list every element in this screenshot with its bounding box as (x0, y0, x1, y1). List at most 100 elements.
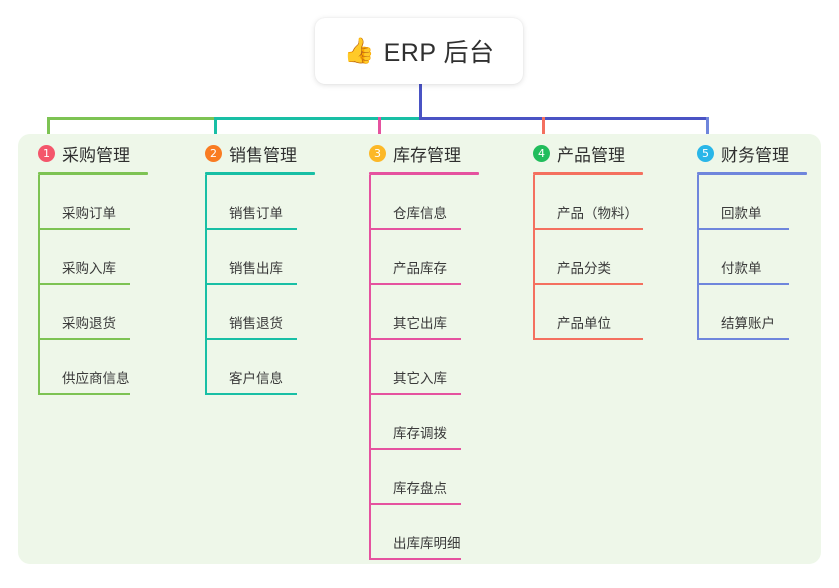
leaf-item[interactable]: 客户信息 (205, 340, 315, 395)
bus-segment-blue (419, 117, 709, 120)
leaf-list-5: 回款单付款单结算账户 (697, 175, 807, 340)
leaf-item[interactable]: 产品库存 (369, 230, 479, 285)
leaf-rule (369, 448, 461, 450)
leaf-rule (38, 228, 130, 230)
leaf-label: 其它出库 (393, 316, 447, 331)
column-drop-3 (378, 117, 381, 144)
root-stem-line (419, 84, 422, 120)
diagram-panel (18, 134, 821, 564)
leaf-item[interactable]: 仓库信息 (369, 175, 479, 230)
leaf-item[interactable]: 销售订单 (205, 175, 315, 230)
thumbs-up-icon: 👍 (343, 36, 375, 65)
leaf-rule (369, 338, 461, 340)
leaf-label: 产品（物料） (557, 206, 638, 221)
column-badge-1: 1 (38, 144, 55, 162)
column-spine-1 (38, 175, 40, 395)
leaf-list-2: 销售订单销售出库销售退货客户信息 (205, 175, 315, 395)
leaf-item[interactable]: 供应商信息 (38, 340, 148, 395)
leaf-item[interactable]: 产品分类 (533, 230, 643, 285)
column-4: 4 产品管理产品（物料） 产品分类产品单位 (533, 140, 643, 340)
bus-segment-teal (214, 117, 419, 120)
column-header-1[interactable]: 1 采购管理 (38, 140, 148, 166)
root-title: ERP 后台 (383, 39, 495, 67)
leaf-item[interactable]: 库存盘点 (369, 450, 479, 505)
leaf-item[interactable]: 结算账户 (697, 285, 807, 340)
leaf-rule (369, 503, 461, 505)
column-title-1: 采购管理 (62, 145, 130, 165)
leaf-label: 销售出库 (229, 261, 283, 276)
leaf-label: 供应商信息 (62, 371, 130, 386)
leaf-item[interactable]: 销售出库 (205, 230, 315, 285)
leaf-label: 结算账户 (721, 316, 775, 331)
root-node[interactable]: 👍 ERP 后台 (315, 18, 523, 84)
leaf-item[interactable]: 出库库明细 (369, 505, 479, 560)
column-rule-5 (697, 172, 807, 175)
leaf-rule (205, 283, 297, 285)
leaf-item[interactable]: 其它出库 (369, 285, 479, 340)
leaf-item[interactable]: 采购退货 (38, 285, 148, 340)
leaf-rule (38, 338, 130, 340)
leaf-label: 仓库信息 (393, 206, 447, 221)
column-drop-1 (47, 117, 50, 144)
leaf-rule (369, 283, 461, 285)
column-badge-2: 2 (205, 144, 222, 162)
leaf-rule (697, 338, 789, 340)
leaf-item[interactable]: 采购订单 (38, 175, 148, 230)
leaf-rule (205, 338, 297, 340)
column-title-5: 财务管理 (721, 145, 789, 165)
leaf-label: 采购入库 (62, 261, 116, 276)
column-rule-4 (533, 172, 643, 175)
leaf-item[interactable]: 产品（物料） (533, 175, 643, 230)
leaf-item[interactable]: 产品单位 (533, 285, 643, 340)
leaf-label: 产品库存 (393, 261, 447, 276)
leaf-item[interactable]: 其它入库 (369, 340, 479, 395)
column-header-4[interactable]: 4 产品管理 (533, 140, 643, 166)
leaf-rule (38, 393, 130, 395)
column-header-2[interactable]: 2 销售管理 (205, 140, 315, 166)
column-badge-4: 4 (533, 144, 550, 162)
leaf-label: 产品分类 (557, 261, 611, 276)
leaf-rule (697, 283, 789, 285)
column-title-4: 产品管理 (557, 145, 625, 165)
leaf-rule (38, 283, 130, 285)
leaf-rule (533, 338, 643, 340)
column-1: 1 采购管理采购订单采购入库采购退货供应商信息 (38, 140, 148, 395)
leaf-item[interactable]: 回款单 (697, 175, 807, 230)
column-rule-3 (369, 172, 479, 175)
leaf-rule (533, 283, 643, 285)
leaf-rule (697, 228, 789, 230)
leaf-label: 销售订单 (229, 206, 283, 221)
column-badge-3: 3 (369, 144, 386, 162)
leaf-item[interactable]: 采购入库 (38, 230, 148, 285)
column-header-5[interactable]: 5 财务管理 (697, 140, 807, 166)
leaf-item[interactable]: 付款单 (697, 230, 807, 285)
column-drop-4 (542, 117, 545, 144)
column-2: 2 销售管理销售订单销售出库销售退货客户信息 (205, 140, 315, 395)
column-title-2: 销售管理 (229, 145, 297, 165)
leaf-rule (533, 228, 643, 230)
column-badge-5: 5 (697, 144, 714, 162)
leaf-label: 库存调拨 (393, 426, 447, 441)
column-spine-3 (369, 175, 371, 560)
column-rule-2 (205, 172, 315, 175)
leaf-label: 出库库明细 (393, 536, 461, 551)
leaf-rule (205, 393, 297, 395)
column-5: 5 财务管理回款单付款单结算账户 (697, 140, 807, 340)
leaf-label: 付款单 (721, 261, 762, 276)
column-spine-5 (697, 175, 699, 340)
leaf-label: 库存盘点 (393, 481, 447, 496)
leaf-list-4: 产品（物料） 产品分类产品单位 (533, 175, 643, 340)
column-drop-5 (706, 117, 709, 144)
column-spine-2 (205, 175, 207, 395)
leaf-item[interactable]: 库存调拨 (369, 395, 479, 450)
leaf-label: 产品单位 (557, 316, 611, 331)
leaf-label: 采购订单 (62, 206, 116, 221)
leaf-list-1: 采购订单采购入库采购退货供应商信息 (38, 175, 148, 395)
leaf-label: 回款单 (721, 206, 762, 221)
leaf-label: 客户信息 (229, 371, 283, 386)
column-spine-4 (533, 175, 535, 340)
leaf-label: 采购退货 (62, 316, 116, 331)
leaf-item[interactable]: 销售退货 (205, 285, 315, 340)
leaf-rule (205, 228, 297, 230)
